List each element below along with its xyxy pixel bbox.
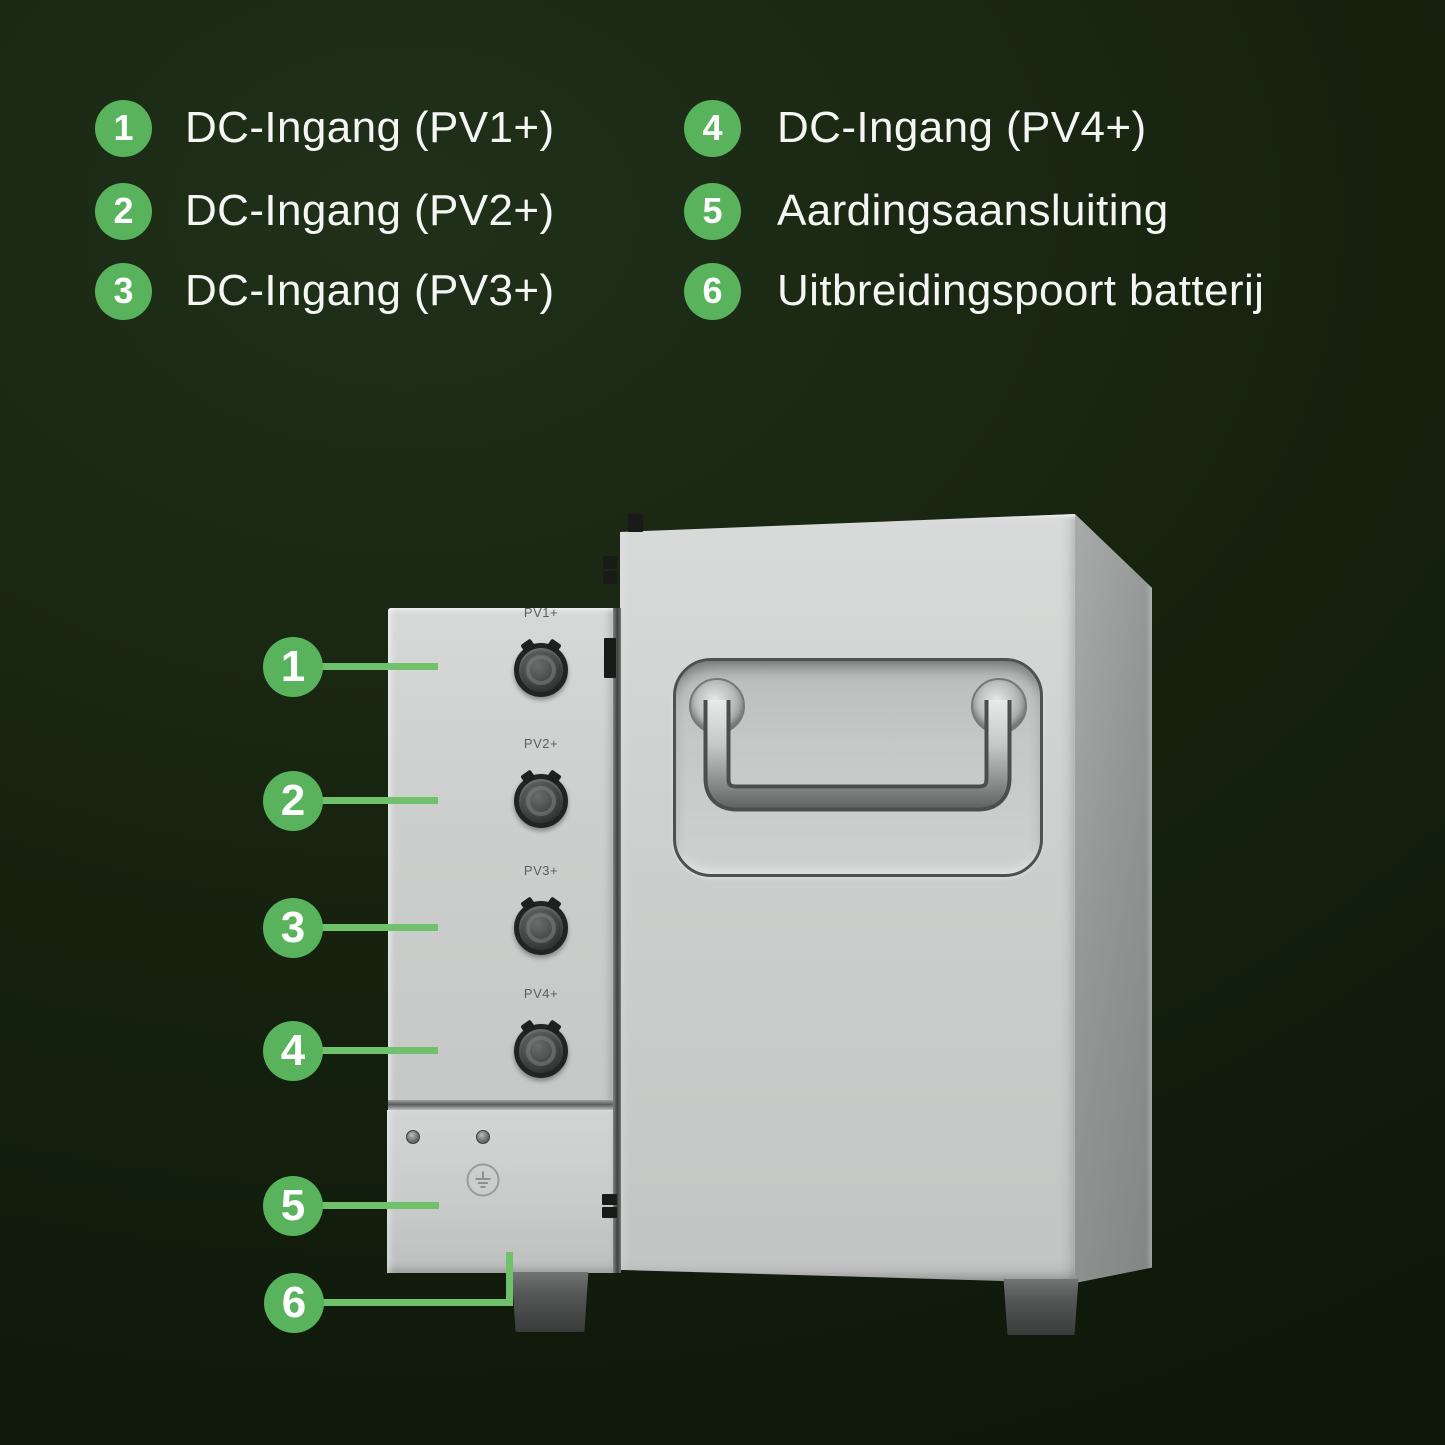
legend-item-2: 2 DC-Ingang (PV2+) (95, 182, 555, 240)
inverter-side-face (1075, 514, 1152, 1283)
panel-body-seam (613, 608, 621, 1273)
legend-label-5: Aardingsaansluiting (777, 186, 1169, 235)
legend-label-3: DC-Ingang (PV3+) (185, 266, 555, 315)
screw-left (406, 1130, 420, 1144)
legend-item-4: 4 DC-Ingang (PV4+) (684, 99, 1147, 157)
callout-line-1 (322, 663, 438, 670)
pv2-connector-ring (526, 786, 556, 816)
device-foot-left (511, 1272, 589, 1332)
pv3-connector-ring (526, 913, 556, 943)
legend-label-4: DC-Ingang (PV4+) (777, 103, 1147, 152)
legend-label-6: Uitbreidingspoort batterij (777, 266, 1265, 315)
connector-label-pv3: PV3+ (523, 863, 559, 878)
edge-clip-upper-a (603, 556, 617, 569)
callout-badge-3: 3 (263, 898, 323, 958)
device-foot-right (1003, 1279, 1079, 1335)
legend-badge-3: 3 (95, 262, 152, 320)
callout-line-3 (322, 924, 438, 931)
callout-badge-4: 4 (263, 1021, 323, 1081)
screw-right (476, 1130, 490, 1144)
dc-junction-panel (388, 608, 613, 1105)
ground-icon (465, 1162, 501, 1198)
legend-badge-2: 2 (95, 182, 152, 240)
connector-label-pv4: PV4+ (523, 986, 559, 1001)
callout-line-6-vertical (506, 1252, 513, 1306)
connector-label-pv1: PV1+ (523, 605, 559, 620)
callout-line-5 (322, 1202, 439, 1209)
edge-clip-lower-b (602, 1207, 617, 1218)
callout-line-2 (322, 797, 438, 804)
carry-handle (703, 700, 1012, 812)
callout-badge-2: 2 (263, 771, 323, 831)
legend-item-5: 5 Aardingsaansluiting (684, 182, 1169, 240)
pv3-connector (514, 901, 568, 955)
legend-badge-4: 4 (684, 99, 741, 157)
pv4-connector-ring (526, 1036, 556, 1066)
callout-badge-6: 6 (264, 1273, 324, 1333)
legend-label-2: DC-Ingang (PV2+) (185, 186, 555, 235)
legend-label-1: DC-Ingang (PV1+) (185, 103, 555, 152)
legend-badge-6: 6 (684, 262, 741, 320)
pv1-connector (514, 643, 568, 697)
pv4-connector (514, 1024, 568, 1078)
connector-label-pv2: PV2+ (523, 736, 559, 751)
callout-badge-1: 1 (263, 637, 323, 697)
edge-clip-upper-b (603, 571, 617, 584)
grounding-panel (387, 1110, 613, 1273)
edge-clip-mid (604, 638, 616, 678)
legend-badge-5: 5 (684, 182, 741, 240)
panel-divider (388, 1100, 613, 1110)
pv1-connector-ring (526, 655, 556, 685)
callout-line-4 (322, 1047, 438, 1054)
callout-badge-5: 5 (263, 1176, 323, 1236)
callout-line-6-horizontal (322, 1299, 513, 1306)
legend-badge-1: 1 (95, 99, 152, 157)
legend-item-1: 1 DC-Ingang (PV1+) (95, 99, 555, 157)
legend-item-3: 3 DC-Ingang (PV3+) (95, 262, 555, 320)
edge-clip-lower-a (602, 1194, 617, 1205)
pv2-connector (514, 774, 568, 828)
legend-item-6: 6 Uitbreidingspoort batterij (684, 262, 1264, 320)
top-clip (628, 514, 643, 532)
inverter-front-face (620, 514, 1075, 1283)
